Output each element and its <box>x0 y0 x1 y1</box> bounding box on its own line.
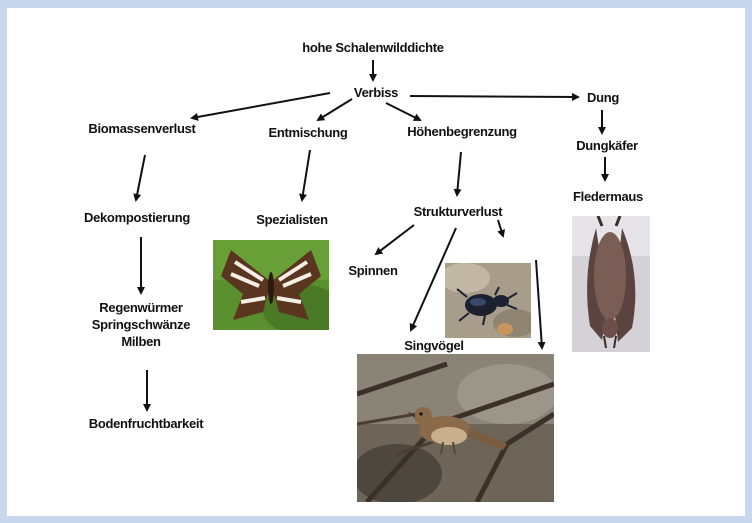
node-dungkaefer: Dungkäfer <box>566 138 648 154</box>
node-boden: Bodenfruchtbarkeit <box>66 416 226 432</box>
arrow-verbiss-biomasse <box>192 93 330 118</box>
arrow-verbiss-hoehen <box>386 103 420 120</box>
arrow-struktur-spinnen <box>376 225 414 254</box>
node-biomasse: Biomassenverlust <box>66 121 218 137</box>
arrow-entmischung-spezialisten <box>302 150 310 200</box>
node-dung: Dung <box>578 90 628 106</box>
node-bodenorganismen: Regenwürmer Springschwänze Milben <box>66 299 216 350</box>
arrow-hoehen-struktur <box>457 152 461 195</box>
arrow-struktur-beetle <box>498 220 503 236</box>
node-regenwuermer: Regenwürmer <box>66 299 216 316</box>
arrow-verbiss-dung <box>410 96 578 97</box>
arrow-verbiss-entmischung <box>318 99 352 120</box>
arrow-biomasse-dekomp <box>136 155 145 200</box>
node-hoehen: Höhenbegrenzung <box>388 124 536 140</box>
node-struktur: Strukturverlust <box>396 204 520 220</box>
node-spezialisten: Spezialisten <box>244 212 340 228</box>
node-verbiss: Verbiss <box>340 85 412 101</box>
node-milben: Milben <box>66 333 216 350</box>
node-dekomp: Dekompostierung <box>66 210 208 226</box>
node-spinnen: Spinnen <box>335 263 411 279</box>
arrow-struktur-bird-right <box>536 260 542 348</box>
arrow-struktur-singvoegel <box>411 228 456 330</box>
node-singvoegel: Singvögel <box>392 338 476 354</box>
node-top: hohe Schalenwilddichte <box>279 40 467 56</box>
node-fledermaus: Fledermaus <box>558 189 658 205</box>
node-springschwaenze: Springschwänze <box>66 316 216 333</box>
node-entmischung: Entmischung <box>252 125 364 141</box>
